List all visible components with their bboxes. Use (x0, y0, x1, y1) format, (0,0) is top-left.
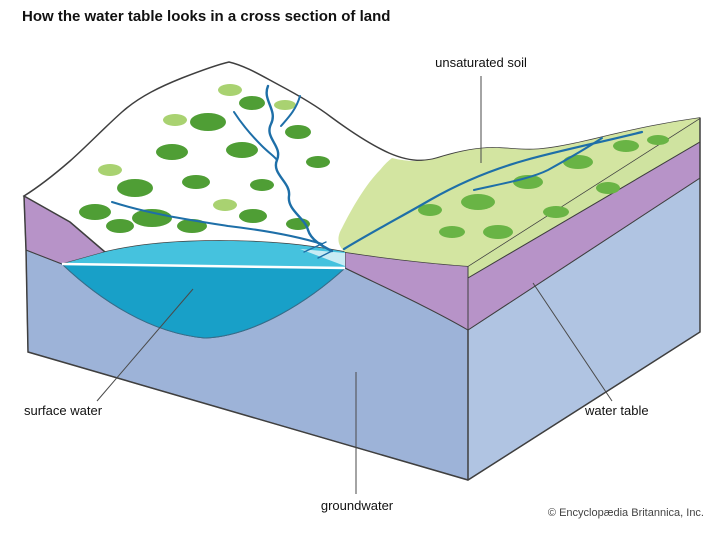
stream-tributary (473, 137, 603, 191)
stream-tributary (280, 95, 301, 127)
bush-blob (613, 140, 639, 152)
stream-tributary (342, 130, 644, 251)
label-groundwater: groundwater (320, 498, 394, 513)
bush-blob (596, 182, 620, 194)
credit-line: © Encyclopædia Britannica, Inc. (547, 507, 704, 519)
bush-blob (79, 204, 111, 220)
label-water-table: water table (585, 403, 649, 418)
bush-blob (563, 155, 593, 169)
bush-blob (190, 113, 226, 131)
stream-tributary (233, 111, 278, 161)
bush-blob (213, 199, 237, 211)
bush-blob (483, 225, 513, 239)
bush-blob (218, 84, 242, 96)
water-table-leader-line (532, 282, 613, 402)
bush-blob (239, 209, 267, 223)
bush-blob (177, 219, 207, 233)
terrain-surface (22, 61, 701, 267)
lake-surface (62, 240, 345, 268)
block-outer-edges (23, 118, 701, 481)
bush-blob (226, 142, 258, 158)
bush-blob (543, 206, 569, 218)
surface-water-leader-line (96, 288, 194, 402)
bush-blob (285, 125, 311, 139)
bush-blob (117, 179, 153, 197)
label-surface-water: surface water (24, 403, 103, 418)
stream-trunk (265, 84, 334, 253)
page-title: How the water table looks in a cross sec… (22, 8, 391, 25)
bush-blob (106, 219, 134, 233)
streams (111, 84, 644, 259)
bush-blob (274, 100, 296, 110)
bush-blob (306, 156, 330, 168)
bush-blob (418, 204, 442, 216)
bush-blob (647, 135, 669, 145)
bush-blob (250, 179, 274, 191)
shoreline (61, 262, 346, 270)
lake-delta-wedge (300, 249, 345, 266)
bush-blob (182, 175, 210, 189)
vegetation-texture (79, 84, 669, 239)
bush-blob (156, 144, 188, 160)
unsaturated-valley (338, 118, 700, 266)
bush-blob (98, 164, 122, 176)
bush-blob (239, 96, 265, 110)
stream-delta-channel (303, 241, 327, 253)
bush-blob (439, 226, 465, 238)
bush-blob (461, 194, 495, 210)
stream-tributary (111, 201, 323, 245)
label-unsaturated-soil: unsaturated soil (435, 55, 527, 70)
lake-cross-section (60, 263, 347, 339)
stream-delta-channel (317, 250, 333, 259)
bush-blob (163, 114, 187, 126)
bush-blob (132, 209, 172, 227)
